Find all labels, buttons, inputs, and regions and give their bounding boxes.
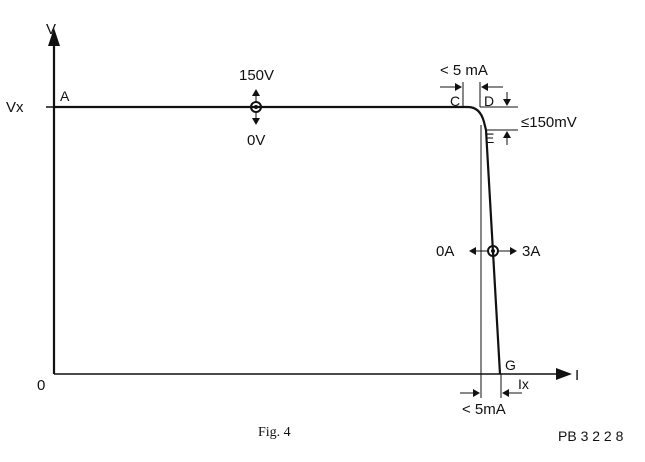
y-axis-arrowhead [48,28,60,46]
knee-current-label: < 5 mA [440,62,488,79]
voltage-control-bottom-label: 0V [247,132,265,149]
voltage-control-point-center [254,105,258,109]
vi-characteristic-curve [54,105,502,375]
knee-voltage-label: ≤150mV [521,114,577,131]
origin-label: 0 [37,377,45,394]
point-e-label: E [485,130,494,146]
point-d-label: D [484,93,494,109]
voltage-control-top-label: 150V [239,67,274,84]
vx-label: Vx [6,99,24,116]
current-control-point [487,245,499,257]
reference-number: PB 3 2 2 8 [558,428,624,444]
point-a-label: A [60,88,70,104]
ix-label: Ix [518,376,529,392]
point-g-label: G [505,357,516,373]
x-axis-arrowhead [556,368,572,380]
point-c-label: C [450,93,460,109]
current-control-point-center [491,249,495,253]
voltage-control-point [250,101,262,113]
x-axis-label: I [575,367,579,384]
leak-current-label: < 5mA [462,401,506,418]
current-control-left-label: 0A [436,243,454,260]
y-axis-label: V [46,21,56,38]
current-control-right-label: 3A [522,243,540,260]
figure-caption: Fig. 4 [258,425,291,440]
